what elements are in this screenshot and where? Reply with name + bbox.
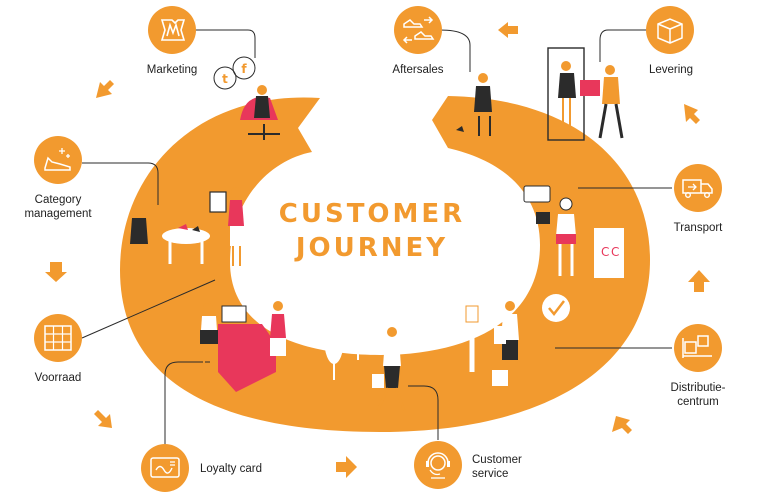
connector-customer-service [408,385,439,440]
megaphone-icon [148,6,196,54]
scene-trees [324,312,365,380]
label-category-line2: management [24,208,92,220]
truck-icon [674,164,722,212]
connector-lines [81,29,672,445]
shelves-icon [34,314,82,362]
arrow-top-left [96,80,114,98]
arrow-right-up [688,270,710,292]
package-icon [646,6,694,54]
flow-arrows [45,22,710,478]
arrow-bottom-left [94,410,112,428]
label-marketing: Marketing [147,64,198,76]
label-loyalty-card: Loyalty card [200,463,262,475]
label-aftersales: Aftersales [392,64,443,76]
scene-customer-service [372,327,406,411]
svg-text:C: C [601,245,609,259]
card-icon [141,444,189,492]
label-category-line1: Category [35,194,82,206]
scene-marketing: t f [213,56,280,140]
headset-icon [414,441,462,489]
title-line-2: JOURNEY [294,233,448,263]
step-labels: Marketing Aftersales Levering Transport … [24,64,725,480]
label-distributiecentrum-line1: Distributie- [671,382,726,394]
connector-category [82,162,159,205]
arrow-left-down [45,262,67,282]
arrow-bottom [336,456,357,478]
label-customer-service-line2: service [472,468,508,480]
label-levering: Levering [649,64,693,76]
svg-text:t: t [222,72,228,86]
scene-distributiecentrum [462,262,570,386]
svg-text:f: f [241,62,247,76]
connector-loyalty-card [164,361,210,445]
svg-text:C: C [611,245,619,259]
scene-aftersales [456,73,492,136]
connector-aftersales [439,29,471,72]
label-distributiecentrum-line2: centrum [677,396,719,408]
arrow-bottom-right [612,416,632,434]
connector-levering [599,29,648,62]
scene-category-management [130,187,244,276]
forklift-icon [674,324,722,372]
shoe-sparkle-icon [34,136,82,184]
scene-transport: C C [523,185,624,278]
scene-voorraad [200,301,286,392]
arrow-top [498,22,518,38]
connector-voorraad [81,279,216,339]
label-voorraad: Voorraad [35,372,82,384]
title-line-1: CUSTOMER [279,199,465,229]
scene-levering [547,47,624,141]
arrow-top-right [684,104,700,124]
connector-marketing [195,29,256,58]
label-transport: Transport [674,222,724,234]
shoe-exchange-icon [394,6,442,54]
step-icons [34,6,722,492]
label-customer-service-line1: Customer [472,454,522,466]
